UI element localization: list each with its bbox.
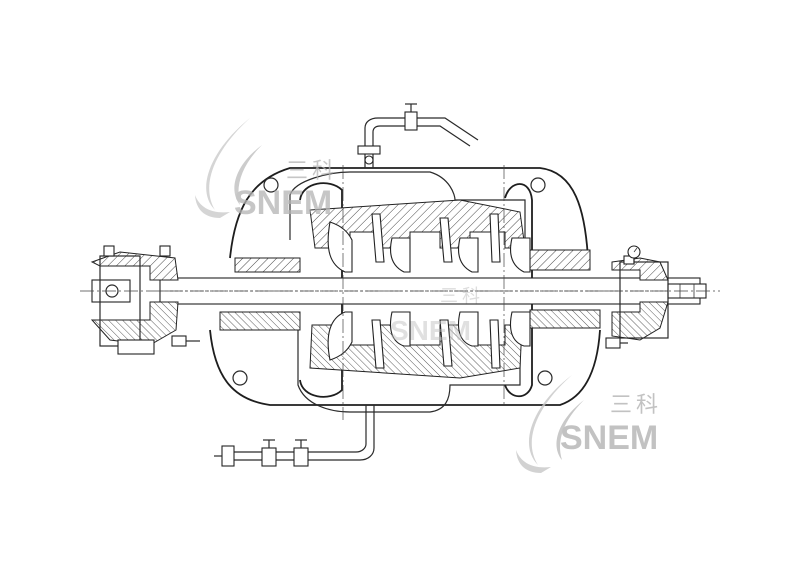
watermark-en-text: SNEM bbox=[390, 315, 471, 346]
snem-logo-icon bbox=[195, 118, 262, 218]
watermark-1: 三科 SNEM bbox=[195, 118, 338, 222]
watermark-2: 三科 SNEM bbox=[390, 286, 484, 346]
impellers-lower bbox=[327, 311, 531, 369]
snem-logo-icon bbox=[516, 375, 584, 473]
watermark-cn-text: 三科 bbox=[610, 393, 662, 418]
top-piping bbox=[357, 103, 479, 168]
watermark-3: 三科 SNEM bbox=[516, 375, 662, 473]
right-bearing-housing bbox=[605, 255, 669, 349]
watermark-en-text: SNEM bbox=[234, 184, 332, 222]
watermark-cn-text: 三科 bbox=[286, 159, 338, 184]
impellers-upper bbox=[327, 213, 531, 273]
bottom-piping bbox=[214, 405, 375, 467]
watermark-cn-text: 三科 bbox=[440, 286, 484, 307]
pressure-gauge-icon bbox=[627, 245, 641, 264]
left-bearing-housing bbox=[90, 245, 200, 355]
watermark-en-text: SNEM bbox=[560, 419, 658, 457]
centerlines bbox=[80, 165, 720, 420]
